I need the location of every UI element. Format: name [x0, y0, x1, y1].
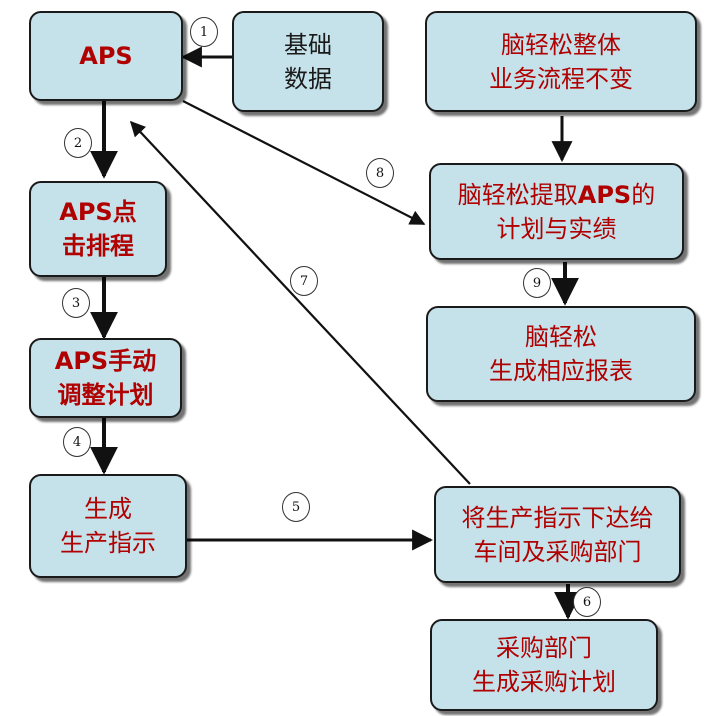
- dispatch-line2: 车间及采购部门: [473, 537, 642, 566]
- step-3-label: 3: [62, 288, 90, 318]
- aps-adjust-box: APS手动 调整计划: [29, 338, 182, 418]
- aps-schedule-line2: 击排程: [62, 232, 134, 260]
- aps-schedule-rest: 点: [112, 198, 137, 226]
- purchase-box: 采购部门 生成采购计划: [430, 619, 658, 711]
- purchase-line1: 采购部门: [496, 634, 592, 662]
- nqs-flow-box: 脑轻松整体 业务流程不变: [425, 11, 697, 112]
- generate-instruction-box: 生成 生产指示: [29, 474, 187, 578]
- nqs-extract-red: APS: [577, 180, 632, 209]
- nqs-report-line2: 生成相应报表: [489, 357, 633, 385]
- aps-schedule-box: APS点 击排程: [29, 181, 167, 277]
- nqs-extract-pre: 脑轻松提取: [457, 180, 578, 209]
- aps-box: APS: [29, 11, 183, 101]
- generate-line1: 生成: [84, 495, 132, 523]
- step-7-label: 7: [290, 266, 318, 296]
- aps-adjust-rest: 手动: [108, 347, 157, 375]
- nqs-flow-line1: 脑轻松整体: [501, 30, 621, 59]
- arrow-8: [182, 100, 426, 225]
- dispatch-line1: 将生产指示下达给: [461, 503, 654, 532]
- base-data-line2: 数据: [284, 64, 332, 93]
- step-2-label: 2: [64, 128, 92, 158]
- aps-adjust-line2: 调整计划: [57, 381, 154, 409]
- aps-schedule-line1: APS点: [59, 195, 136, 229]
- aps-schedule-red: APS: [59, 198, 113, 226]
- base-data-line1: 基础: [284, 30, 332, 59]
- nqs-flow-line2: 业务流程不变: [489, 64, 633, 93]
- nqs-extract-post: 的: [631, 180, 656, 209]
- nqs-report-box: 脑轻松 生成相应报表: [426, 306, 696, 402]
- aps-adjust-red: APS: [54, 347, 109, 375]
- generate-line2: 生产指示: [60, 529, 156, 557]
- nqs-extract-line1: 脑轻松提取APS的: [458, 178, 655, 212]
- purchase-line2: 生成采购计划: [472, 668, 616, 696]
- step-6-label: 6: [573, 587, 601, 617]
- step-4-label: 4: [63, 427, 91, 457]
- nqs-report-line1: 脑轻松: [525, 323, 597, 351]
- nqs-extract-box: 脑轻松提取APS的 计划与实绩: [429, 163, 684, 260]
- step-5-label: 5: [282, 492, 310, 522]
- arrow-7: [129, 120, 471, 485]
- step-8-label: 8: [366, 158, 394, 188]
- step-9-label: 9: [523, 268, 551, 298]
- nqs-extract-line2: 计划与实绩: [496, 214, 617, 243]
- step-1-label: 1: [190, 17, 218, 47]
- base-data-box: 基础 数据: [232, 11, 384, 112]
- dispatch-box: 将生产指示下达给 车间及采购部门: [434, 486, 681, 583]
- aps-title: APS: [79, 42, 133, 70]
- aps-adjust-line1: APS手动: [55, 344, 156, 378]
